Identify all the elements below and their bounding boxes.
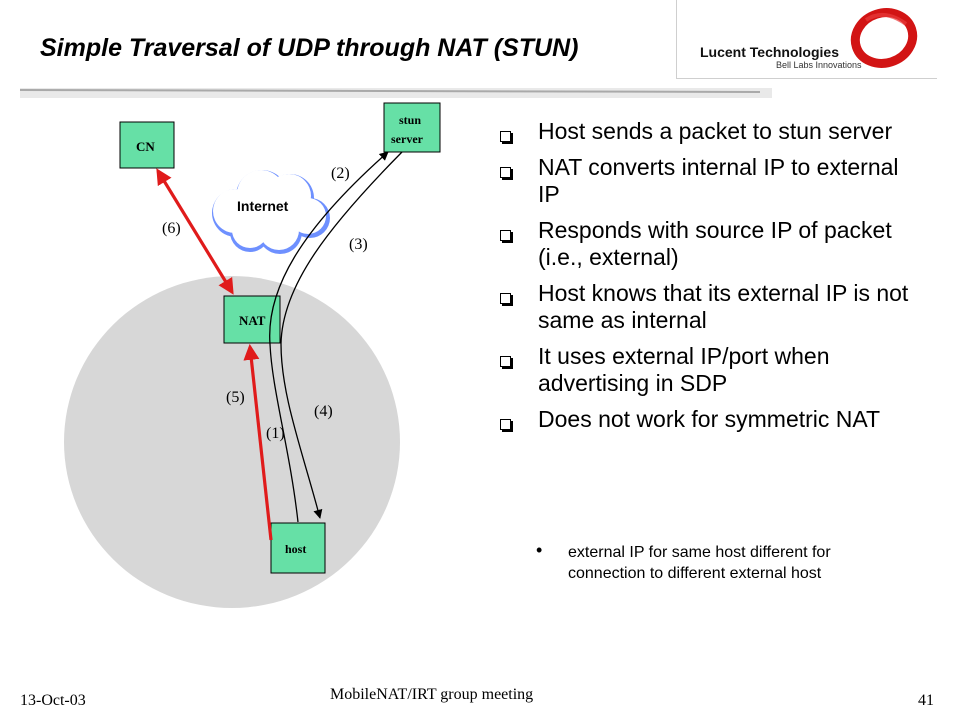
step-2-label: (2) (331, 165, 350, 182)
internet-cloud: Internet (212, 170, 330, 254)
bullet-item: Host knows that its external IP is not s… (500, 280, 920, 334)
red-arrow-nat-host (243, 343, 273, 541)
bullet-square-icon (500, 167, 511, 178)
bullet-item: NAT converts internal IP to external IP (500, 154, 920, 208)
host-label: host (285, 542, 306, 556)
host-node: host (270, 522, 326, 574)
bullet-square-icon (500, 131, 511, 142)
logo-tagline: Bell Labs Innovations (776, 60, 862, 70)
step-5-label: (5) (226, 389, 245, 406)
step-1-label: (1) (266, 425, 285, 442)
path-inbound (280, 151, 403, 519)
sub-bullet-text: external IP for same host different for … (568, 544, 831, 582)
nat-label: NAT (239, 313, 266, 328)
step-4-label: (4) (314, 403, 333, 420)
bullet-item: It uses external IP/port when advertisin… (500, 343, 920, 397)
bullet-item: Does not work for symmetric NAT (500, 406, 920, 433)
stun-label-line2: server (391, 132, 424, 146)
sub-bullet: • external IP for same host different fo… (536, 540, 908, 584)
step-3-label: (3) (349, 236, 368, 253)
footer-page-number: 41 (918, 692, 934, 709)
cn-label: CN (136, 139, 155, 154)
bullet-item: Host sends a packet to stun server (500, 118, 920, 145)
header-rule (20, 88, 772, 98)
bullet-square-icon (500, 230, 511, 241)
red-arrow-cn-nat (156, 168, 234, 295)
internet-label: Internet (237, 198, 289, 214)
bullet-item: Responds with source IP of packet (i.e.,… (500, 217, 920, 271)
bullet-dot-icon: • (536, 540, 543, 560)
cn-node: CN (119, 121, 175, 169)
bullet-square-icon (500, 293, 511, 304)
stun-diagram: Internet CN stun server NAT host (1) (2)… (64, 102, 441, 608)
footer-meeting: MobileNAT/IRT group meeting (330, 686, 534, 703)
step-6-label: (6) (162, 220, 181, 237)
logo-name: Lucent Technologies (700, 44, 839, 60)
bullet-list: Host sends a packet to stun server NAT c… (500, 118, 920, 442)
stun-server-node: stun server (383, 102, 441, 153)
slide-title: Simple Traversal of UDP through NAT (STU… (40, 34, 579, 62)
bullet-square-icon (500, 356, 511, 367)
nat-node: NAT (223, 295, 281, 344)
path-outbound (269, 151, 389, 523)
bullet-square-icon (500, 419, 511, 430)
lucent-ring-logo (850, 8, 918, 68)
footer-date: 13-Oct-03 (20, 692, 86, 709)
stun-label-line1: stun (399, 113, 421, 127)
